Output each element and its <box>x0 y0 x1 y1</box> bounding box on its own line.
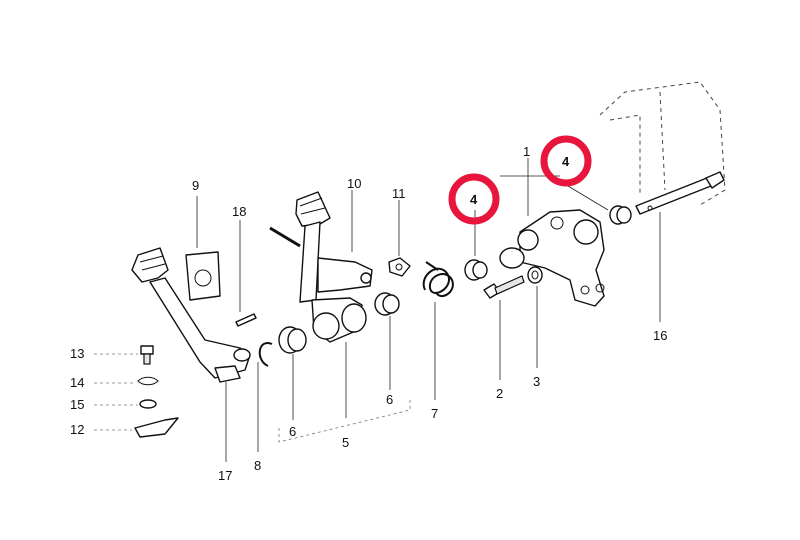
bracket-1 <box>499 209 605 307</box>
bolt-13 <box>140 345 154 365</box>
bush-4-right <box>609 205 632 225</box>
callout-10: 10 <box>347 176 361 191</box>
callout-16: 16 <box>653 328 667 343</box>
callout-13: 13 <box>70 346 84 361</box>
callout-15: 15 <box>70 397 84 412</box>
plate-12 <box>134 417 179 438</box>
callout-7: 7 <box>431 406 438 421</box>
clip-11 <box>388 257 411 277</box>
callout-6-left: 6 <box>289 424 296 439</box>
clip-14 <box>137 376 159 386</box>
callout-5: 5 <box>342 435 349 450</box>
callout-8: 8 <box>254 458 261 473</box>
bush-6-left <box>278 326 307 354</box>
callout-4-right: 4 <box>562 154 570 169</box>
housing-outline <box>599 81 726 206</box>
spring-7 <box>422 261 454 298</box>
pedal-17 <box>131 247 251 383</box>
highlight-circle-center <box>448 173 500 225</box>
shaft-16 <box>635 171 725 215</box>
bolt-2 <box>483 275 525 299</box>
callout-labels: 1 4 4 9 18 10 11 16 13 14 15 12 2 3 6 7 … <box>70 144 667 483</box>
callout-6-right: 6 <box>386 392 393 407</box>
pin-18 <box>235 313 257 327</box>
callout-11: 11 <box>392 186 406 201</box>
circlip-8 <box>258 341 273 367</box>
bush-6-right <box>374 292 400 316</box>
callout-2: 2 <box>496 386 503 401</box>
highlight-circle-right <box>540 135 592 187</box>
bush-4-center <box>464 259 488 281</box>
callout-18: 18 <box>232 204 246 219</box>
callout-17: 17 <box>218 468 232 483</box>
callout-14: 14 <box>70 375 84 390</box>
callout-4-center: 4 <box>470 192 478 207</box>
callout-9: 9 <box>192 178 199 193</box>
washer-3 <box>527 266 543 284</box>
pedal-pad-9 <box>185 251 221 301</box>
callout-12: 12 <box>70 422 84 437</box>
leader-lines <box>94 158 661 462</box>
callout-1: 1 <box>523 144 530 159</box>
callout-3: 3 <box>533 374 540 389</box>
washer-15 <box>139 399 157 409</box>
highlight-markers <box>448 135 592 225</box>
pedal-10 <box>269 191 373 343</box>
